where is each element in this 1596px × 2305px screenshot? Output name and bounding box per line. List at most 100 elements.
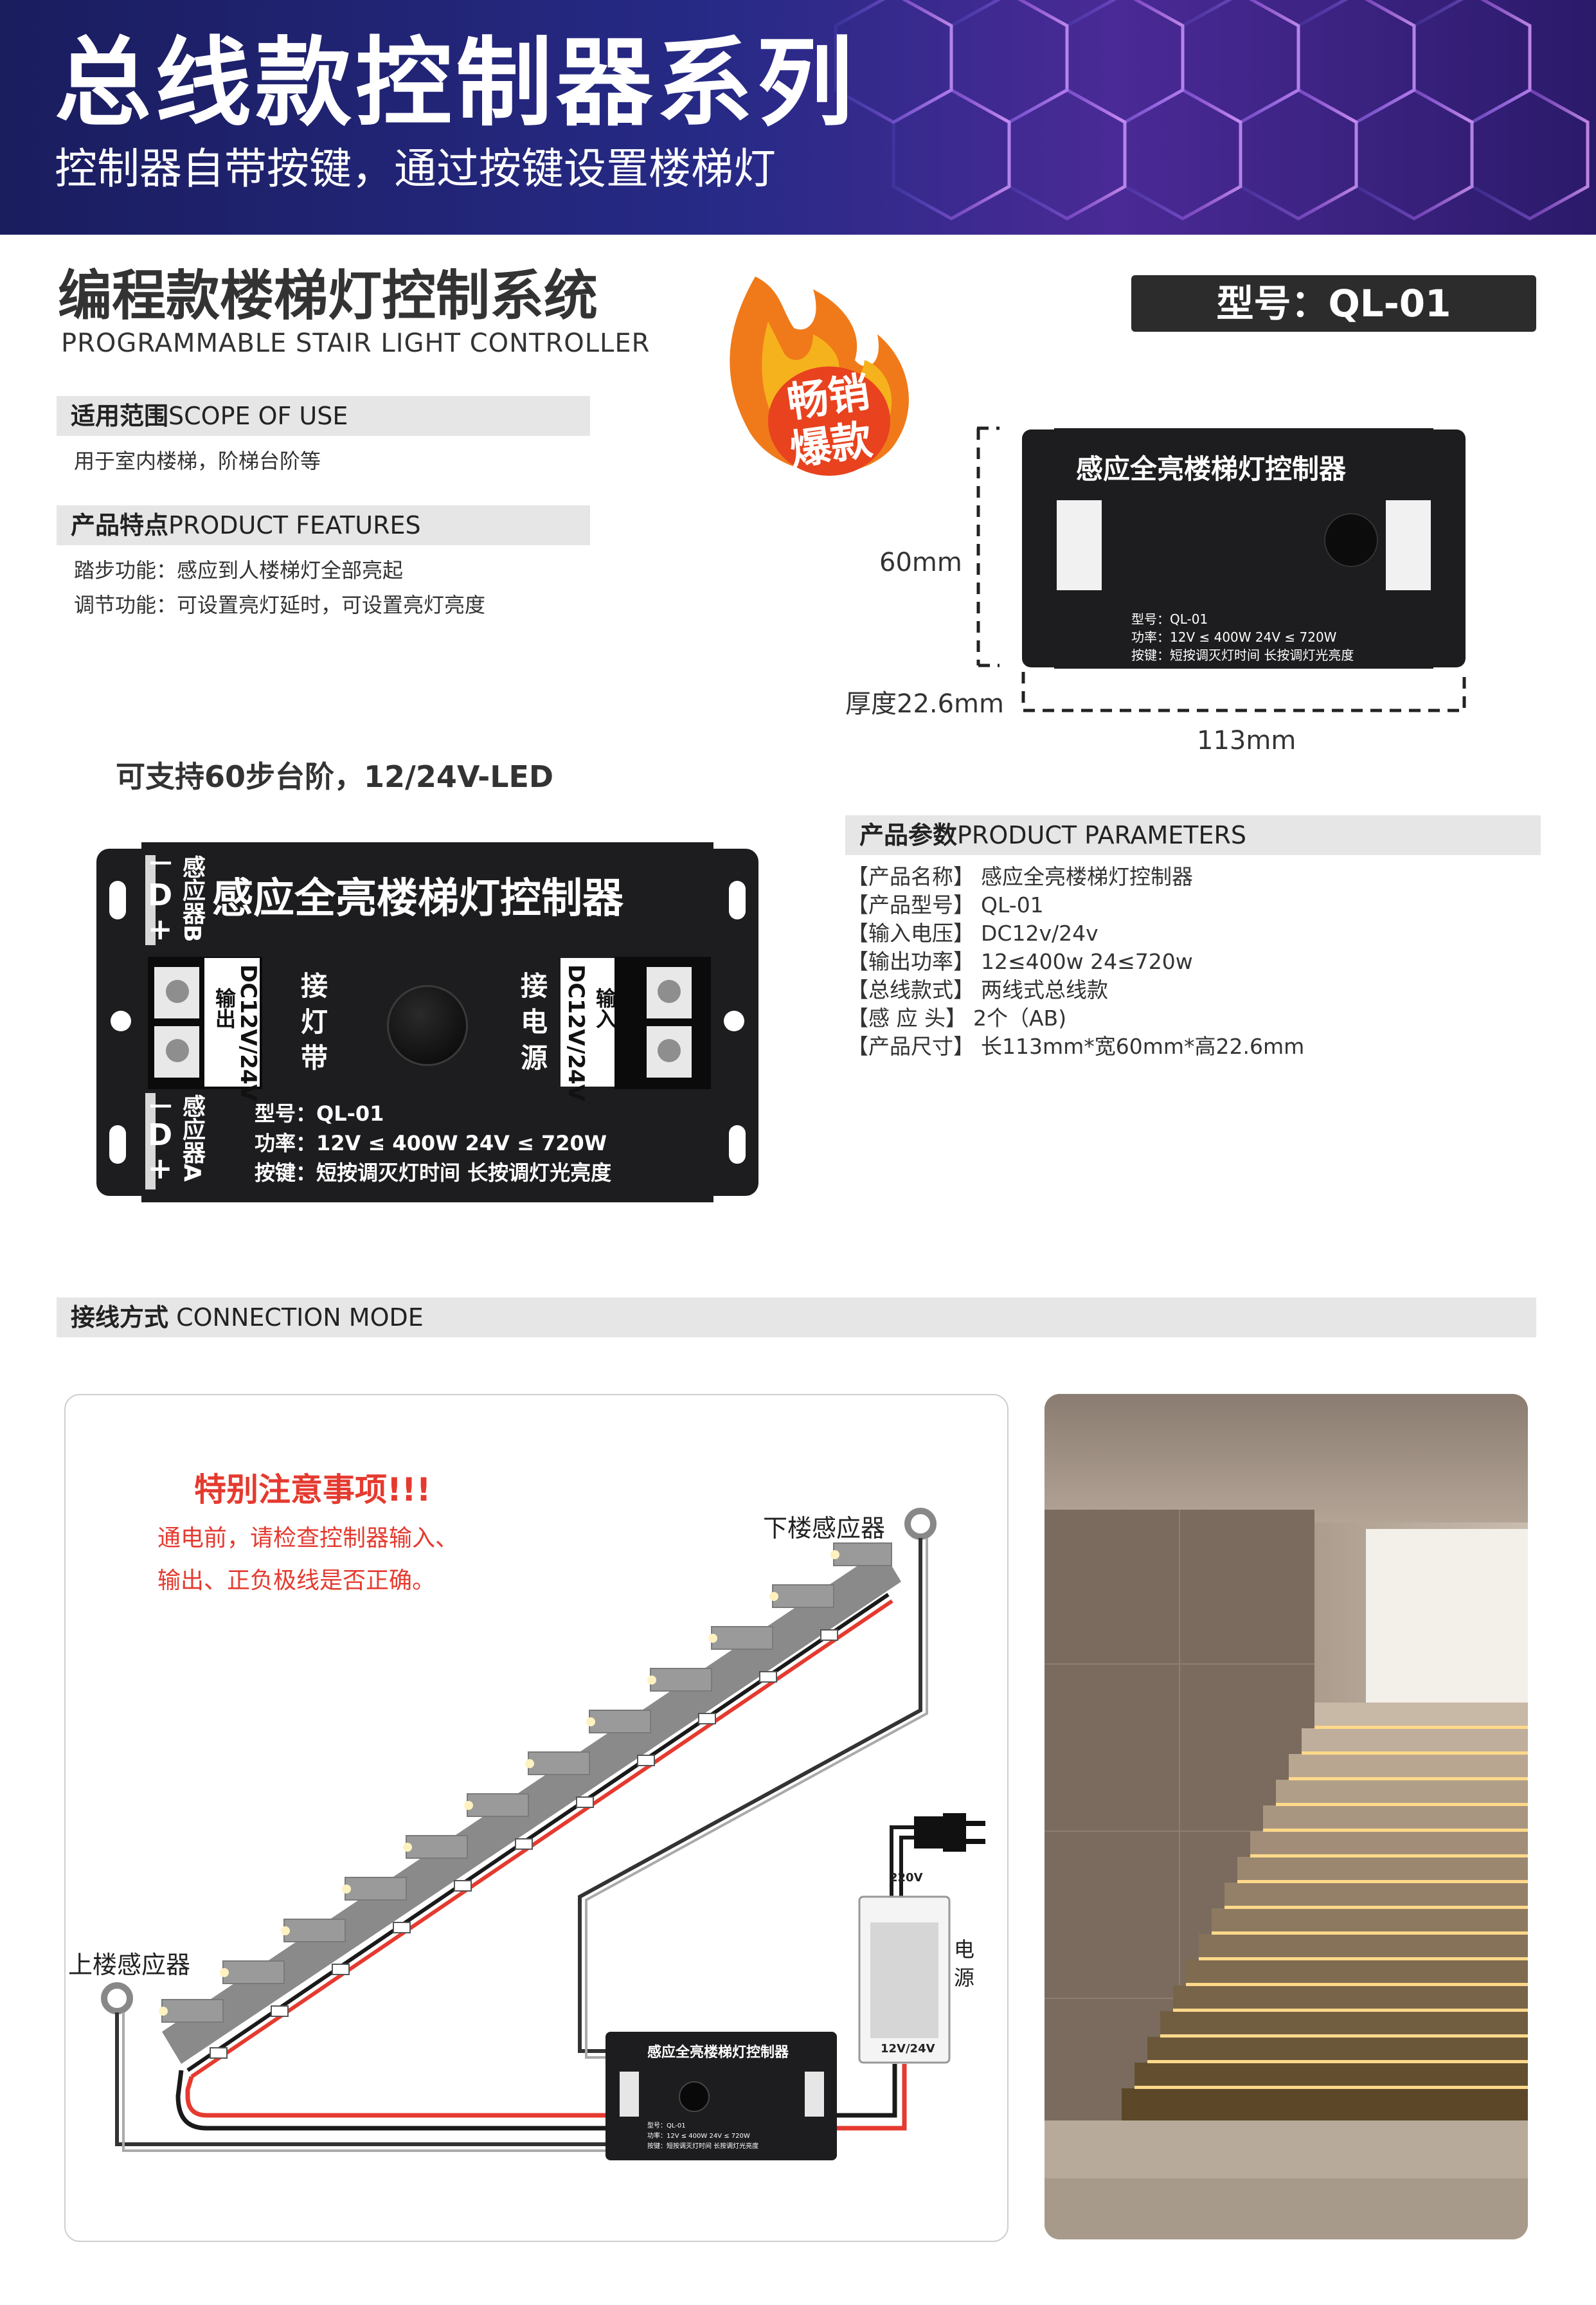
- feature-item: 踏步功能：感应到人楼梯灯全部亮起: [74, 558, 404, 583]
- param-value: 两线式总线款: [981, 977, 1108, 1002]
- controller-small-name: 感应全亮楼梯灯控制器: [1076, 453, 1347, 485]
- param-key: 【产品型号】: [847, 892, 974, 917]
- out-voltage-label: DC12V/24V: [235, 964, 261, 1101]
- warning-title: 特别注意事项!!!: [194, 1471, 431, 1508]
- param-value: QL-01: [981, 892, 1044, 917]
- page-title: 总线款控制器系列: [55, 28, 857, 140]
- mount-hole: [109, 1125, 126, 1164]
- up-sensor-label: 上楼感应器: [68, 1951, 191, 1979]
- param-row: 【输入电压】DC12v/24v: [847, 919, 1304, 948]
- param-row: 【产品尺寸】长113mm*宽60mm*高22.6mm: [847, 1033, 1304, 1061]
- param-key: 【总线款式】: [847, 977, 974, 1002]
- screw-icon: [658, 1039, 681, 1062]
- info-button: 按键：短按调灭灯时间 长按调灯光亮度: [255, 1161, 612, 1185]
- wiring-diagram: 特别注意事项!!! 通电前，请检查控制器输入、 输出、正负极线是否正确。 下楼感…: [64, 1394, 1009, 2242]
- mount-hole: [724, 1011, 744, 1031]
- stair-photo-illustration: [1045, 1394, 1528, 2239]
- param-key: 【产品名称】: [847, 864, 974, 889]
- controller-large: — D + 感应器B 感应全亮楼梯灯控制器 DC12V/24V 输出 接 灯 带…: [96, 842, 758, 1202]
- dim-width: 113mm: [1197, 726, 1296, 755]
- terminal-in-small: [1386, 500, 1431, 590]
- mini-controller-button-info: 按键：短按调灭灯时间 长按调灯光亮度: [647, 2143, 759, 2150]
- psu-label: 电 源: [954, 1935, 974, 1992]
- scope-text: 用于室内楼梯，阶梯台阶等: [74, 449, 321, 473]
- terminal-out-small: [1057, 500, 1102, 590]
- mount-hole: [729, 881, 746, 919]
- info-power: 功率：12V ≤ 400W 24V ≤ 720W: [255, 1131, 607, 1155]
- params-heading: 产品参数PRODUCT PARAMETERS: [859, 820, 1246, 850]
- setting-button[interactable]: [387, 985, 468, 1066]
- controller-small-power: 功率：12V ≤ 400W 24V ≤ 720W: [1131, 629, 1337, 645]
- down-sensor-label: 下楼感应器: [763, 1514, 886, 1542]
- psu-label-char: 源: [954, 1966, 975, 1990]
- sensor-a-plus: +: [148, 1151, 173, 1186]
- param-row: 【感 应 头】2个（AB): [847, 1004, 1304, 1033]
- param-key: 【输出功率】: [847, 949, 974, 974]
- psu-label-char: 电: [954, 1937, 975, 1962]
- in-sub-label: 输入: [593, 988, 617, 1029]
- dimension-guides: [976, 426, 1466, 712]
- param-row: 【产品型号】 QL-01: [847, 891, 1304, 919]
- mount-hole: [109, 881, 126, 919]
- psu-220v-label: 220V: [890, 1871, 923, 1885]
- features-heading-bar: 产品特点PRODUCT FEATURES: [57, 505, 590, 545]
- connection-heading: 接线方式 CONNECTION MODE: [71, 1303, 424, 1332]
- sensor-a-label: 感应器A: [179, 1094, 205, 1182]
- strip-label: 接 灯 带: [301, 968, 328, 1076]
- scope-heading-en: SCOPE OF USE: [168, 402, 348, 430]
- features-heading: 产品特点PRODUCT FEATURES: [71, 511, 421, 540]
- out-label-panel: [204, 958, 260, 1087]
- header-banner: 总线款控制器系列 控制器自带按键，通过按键设置楼梯灯: [0, 0, 1596, 235]
- sensor-b-plus: +: [148, 912, 173, 946]
- param-row: 【总线款式】两线式总线款: [847, 976, 1304, 1004]
- controller-small: 感应全亮楼梯灯控制器 型号：QL-01 功率：12V ≤ 400W 24V ≤ …: [1022, 428, 1466, 669]
- sensor-a-port: [145, 1093, 156, 1189]
- power-label-char: 接: [521, 970, 548, 1002]
- screw-icon: [166, 980, 189, 1003]
- stair-light-photo: [1045, 1394, 1528, 2239]
- param-value: 长113mm*宽60mm*高22.6mm: [981, 1034, 1305, 1059]
- param-value: 2个（AB): [973, 1006, 1067, 1031]
- features-heading-cn: 产品特点: [71, 511, 169, 539]
- params-list: 【产品名称】感应全亮楼梯灯控制器 【产品型号】QL-01 【输入电压】DC12v…: [847, 863, 1304, 1061]
- sensor-a-d: D: [148, 1117, 173, 1152]
- dim-height: 60mm: [879, 548, 962, 577]
- strip-label-char: 灯: [301, 1006, 328, 1038]
- stairs-wiring-graphic: [101, 1508, 985, 2160]
- connection-heading-bar: 接线方式 CONNECTION MODE: [57, 1297, 1536, 1337]
- power-label-char: 电: [521, 1006, 548, 1038]
- mini-controller-model: 型号：QL-01: [647, 2122, 686, 2129]
- sensor-b-label: 感应器B: [179, 855, 205, 943]
- info-model: 型号：QL-01: [255, 1101, 384, 1126]
- strip-label-char: 接: [301, 970, 328, 1002]
- system-subtitle: PROGRAMMABLE STAIR LIGHT CONTROLLER: [61, 329, 650, 358]
- in-voltage-label: DC12V/24V: [563, 964, 589, 1101]
- connection-heading-en: CONNECTION MODE: [176, 1303, 424, 1332]
- sensor-b-d: D: [148, 878, 173, 912]
- features-heading-en: PRODUCT FEATURES: [168, 511, 421, 539]
- param-key: 【产品尺寸】: [847, 1034, 974, 1059]
- power-label-char: 源: [521, 1042, 548, 1074]
- param-key: 【输入电压】: [847, 921, 974, 946]
- dim-thickness: 厚度22.6mm: [845, 689, 1004, 719]
- controller-small-button: [1324, 513, 1378, 567]
- mount-hole: [111, 1011, 131, 1031]
- param-value: 12≤400w 24≤720w: [981, 949, 1193, 974]
- screw-icon: [166, 1039, 189, 1062]
- hot-sale-badge: 畅销 爆款: [710, 264, 922, 495]
- hexagon-pattern: [834, 0, 1590, 221]
- feature-item: 调节功能：可设置亮灯延时，可设置亮灯亮度: [74, 593, 486, 617]
- controller-large-name: 感应全亮楼梯灯控制器: [212, 875, 623, 923]
- system-title: 编程款楼梯灯控制系统: [58, 264, 598, 327]
- flame-icon: [730, 276, 909, 476]
- in-label-panel: [560, 958, 616, 1087]
- param-key: 【感 应 头】: [847, 1006, 967, 1031]
- mini-controller-name: 感应全亮楼梯灯控制器: [647, 2045, 789, 2061]
- mini-controller-power: 功率：12V ≤ 400W 24V ≤ 720W: [647, 2133, 750, 2140]
- sensor-b-minus: —: [149, 849, 172, 875]
- controller-small-model: 型号：QL-01: [1131, 611, 1208, 627]
- power-label: 接 电 源: [521, 968, 548, 1076]
- strip-label-char: 带: [301, 1042, 328, 1074]
- page-subtitle: 控制器自带按键，通过按键设置楼梯灯: [55, 144, 776, 194]
- model-badge: 型号：QL-01: [1131, 275, 1536, 332]
